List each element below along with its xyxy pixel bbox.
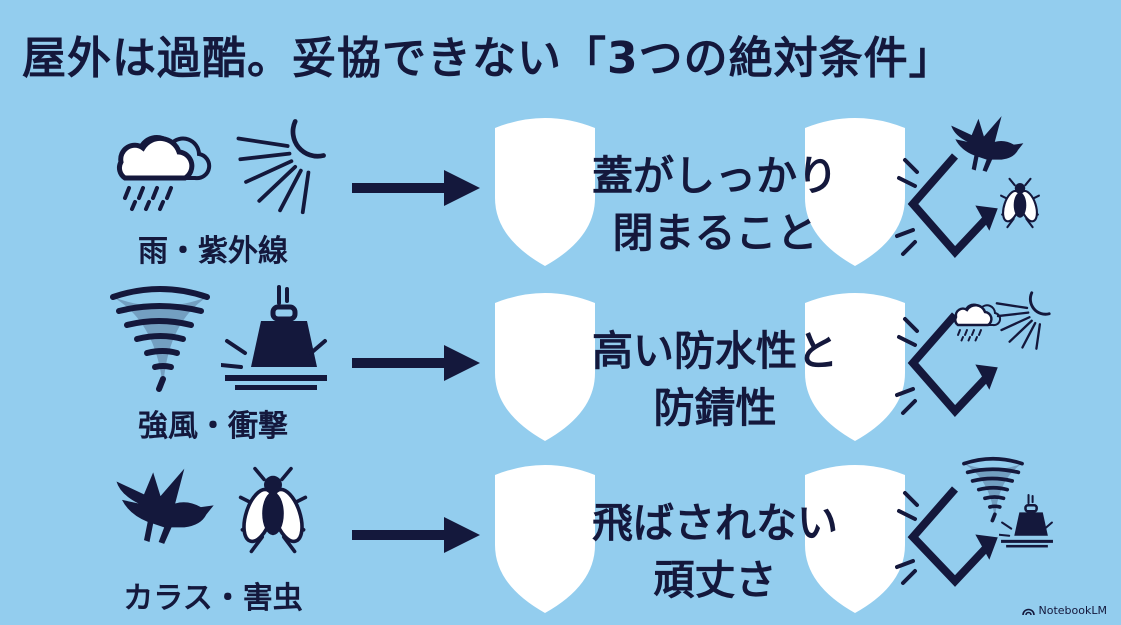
tornado-icon [113,289,207,389]
rain-cloud-icon [953,303,1002,342]
shield-group-2: 高い防水性と 防錆性 [495,293,915,443]
brand-watermark: NotebookLM [1021,604,1107,617]
sun-rays-icon [995,291,1051,351]
falling-weight-icon [221,287,327,390]
falling-weight-icon [999,493,1055,549]
right-arrow-icon [352,345,480,381]
condition-line: 飛ばされない [592,499,838,547]
threat-label: カラス・害虫 [123,581,303,616]
rain-cloud-icon [119,137,209,209]
condition-row-2: 強風・衝撃 高い防水性と 防錆性 [0,283,1121,444]
notebooklm-logo-icon [1021,608,1035,615]
page-title: 屋外は過酷。妥協できない「3つの絶対条件」 [22,33,954,84]
threat-icons-2 [95,283,345,393]
deflection-graphic-3 [895,456,1055,587]
fly-icon [999,177,1041,229]
condition-line: 頑丈さ [653,556,777,605]
crow-icon [951,116,1024,172]
threat-icons-1 [95,108,345,218]
condition-text: 高い防水性と 防錆性 [535,323,895,438]
threat-label: 強風・衝撃 [138,409,288,444]
condition-line: 蓋がしっかり [592,152,838,200]
deflection-graphic-1 [895,116,1041,258]
condition-line: 閉まること [612,209,818,258]
condition-row-3: カラス・害虫 飛ばされない 頑丈さ [0,455,1121,616]
brand-label: NotebookLM [1038,604,1107,617]
right-arrow-icon [352,517,480,553]
condition-text: 飛ばされない 頑丈さ [535,495,895,610]
tornado-icon [962,456,1024,523]
condition-text: 蓋がしっかり 閉まること [535,148,895,263]
threat-icons-3 [116,466,309,554]
deflection-graphic-2 [895,291,1051,417]
right-arrow-icon [352,170,480,206]
condition-line: 高い防水性と [592,327,838,375]
sun-rays-icon [238,121,323,212]
fly-icon [237,466,309,554]
threat-label: 雨・紫外線 [138,234,288,269]
shield-group-3: 飛ばされない 頑丈さ [495,465,915,615]
condition-row-1: 雨・紫外線 蓋がしっかり 閉まること [0,108,1121,269]
condition-line: 防錆性 [653,384,777,433]
crow-icon [116,468,214,544]
shield-group-1: 蓋がしっかり 閉まること [495,118,915,268]
